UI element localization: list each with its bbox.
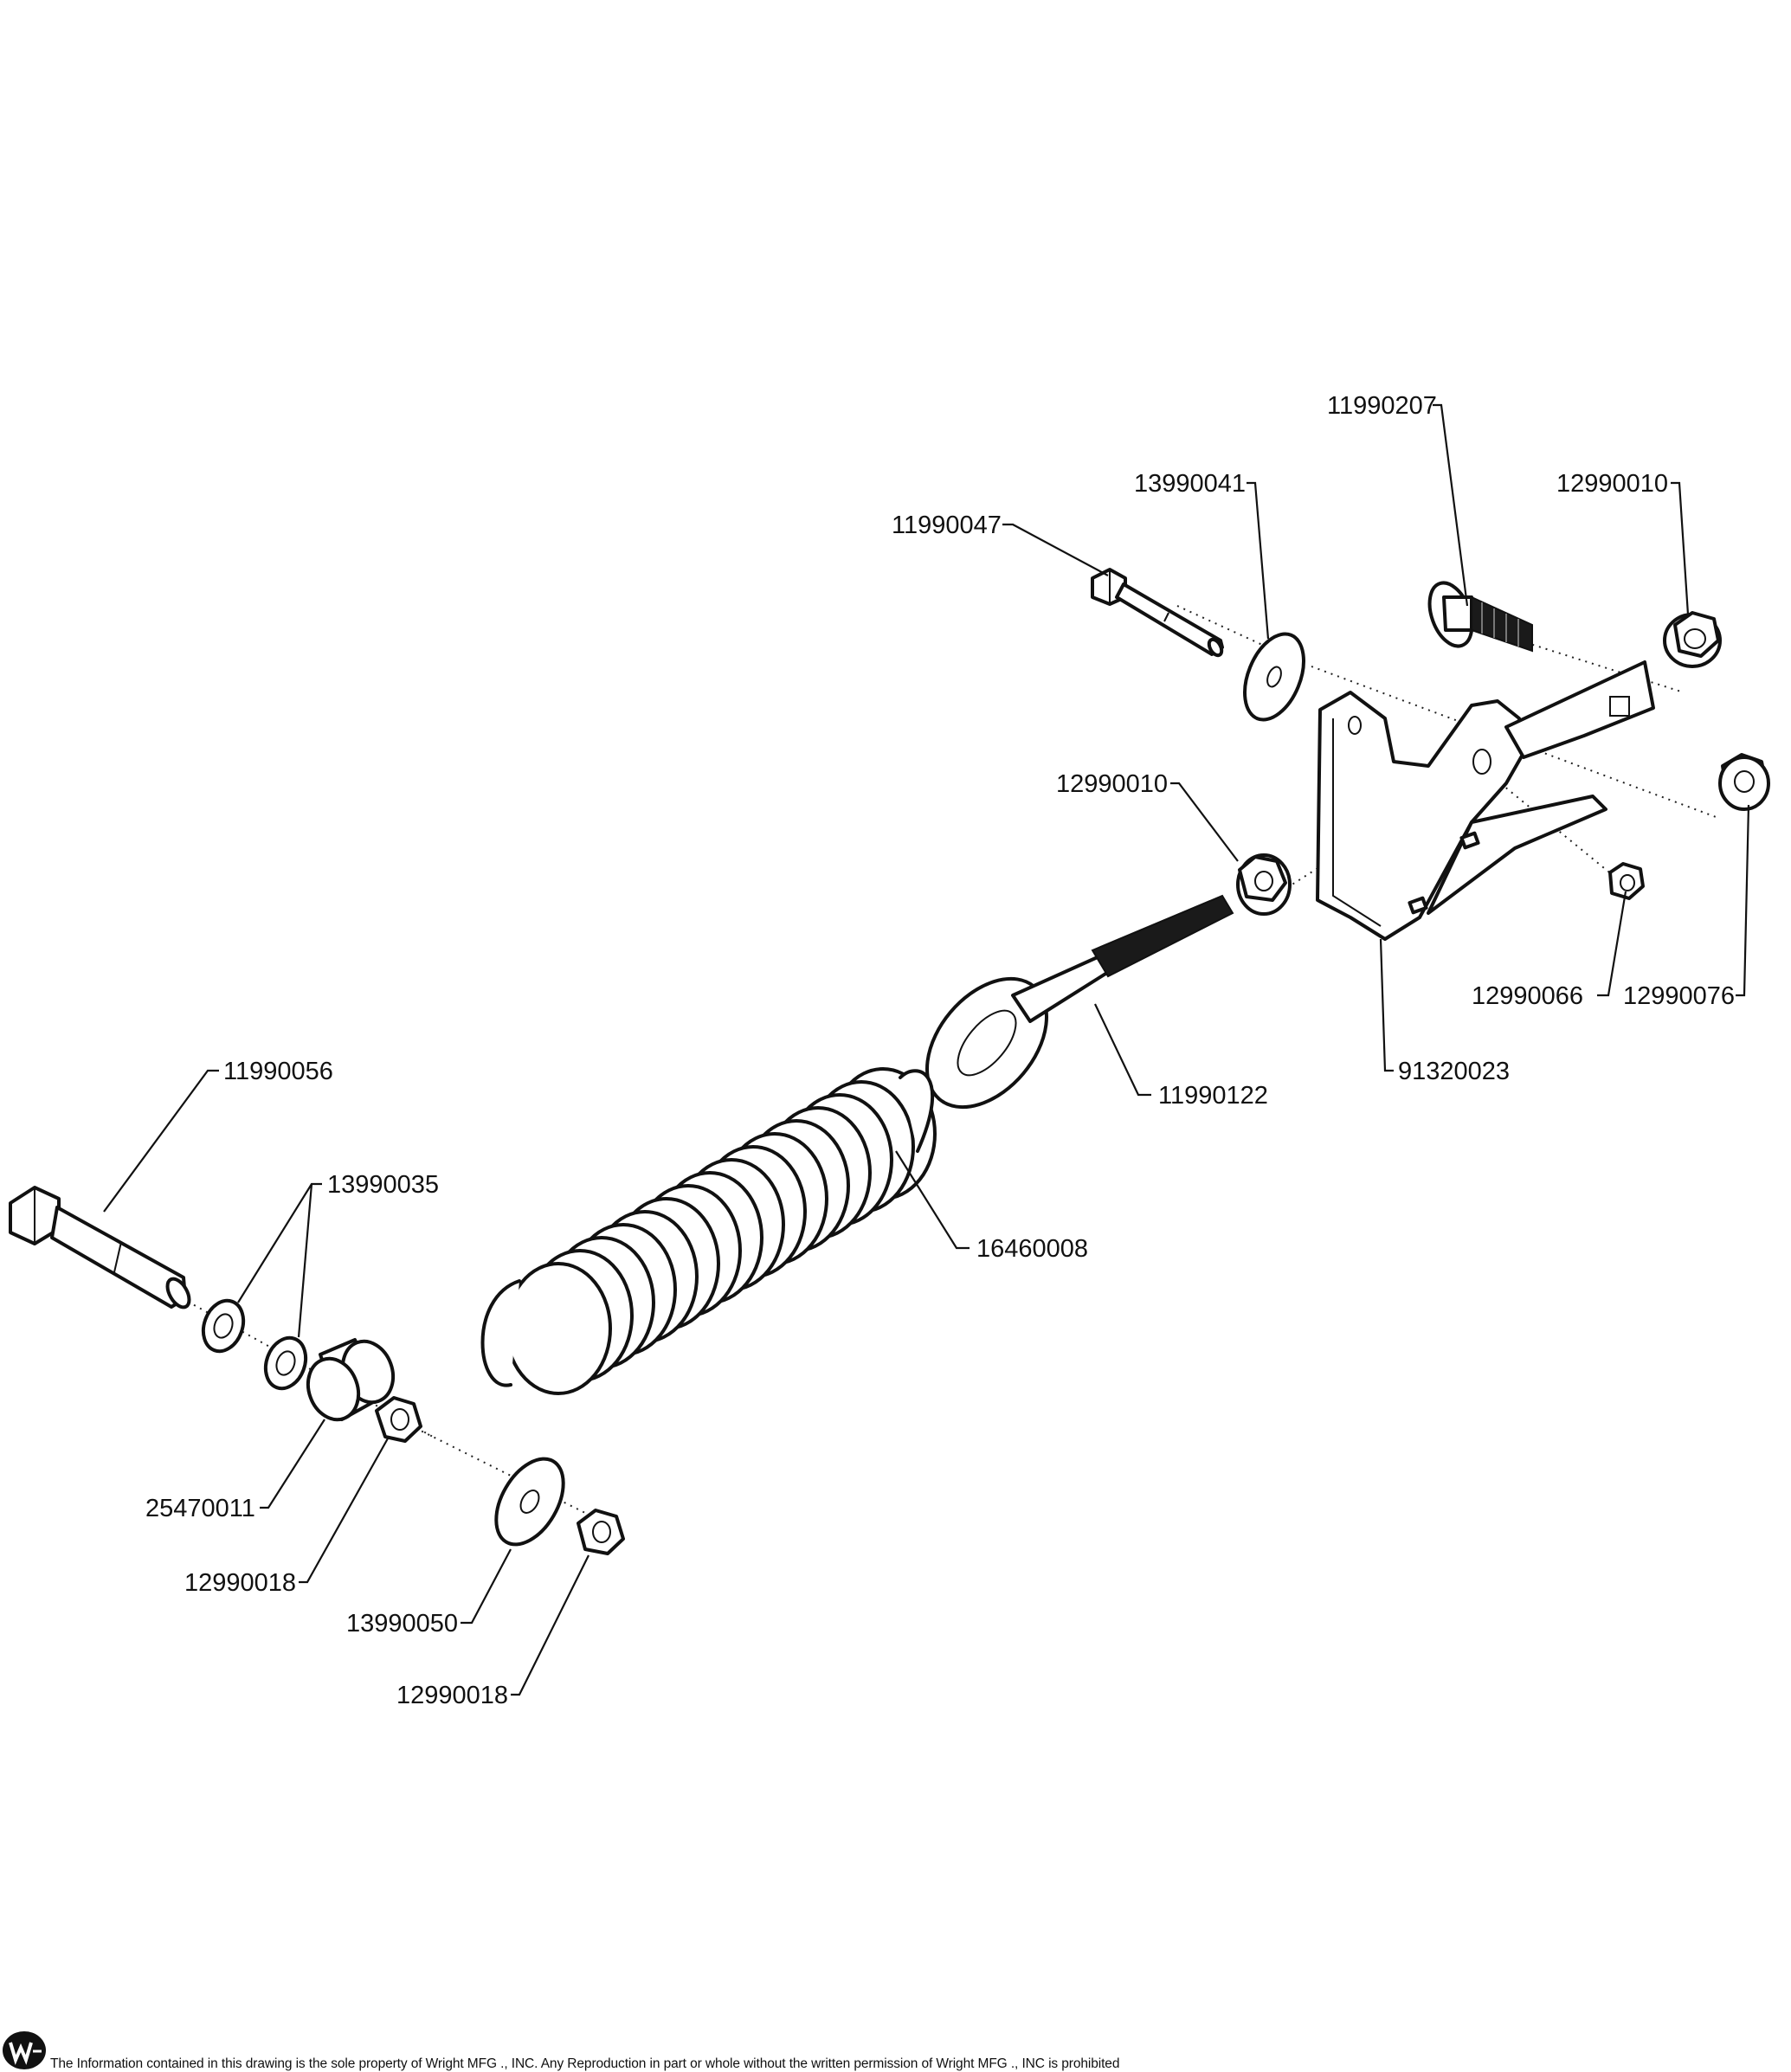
eye-bolt-11990122 xyxy=(925,894,1234,1110)
bolt-11990056 xyxy=(9,1186,191,1309)
callout-12990066: 12990066 xyxy=(1472,982,1583,1010)
callout-91320023: 91320023 xyxy=(1398,1058,1510,1085)
flange-nut-12990010-mid xyxy=(1236,853,1292,916)
callout-labels: 11990207 13990041 12990010 11990047 1299… xyxy=(145,392,1735,1709)
spacer-25470011 xyxy=(306,1338,396,1422)
callout-12990076: 12990076 xyxy=(1623,982,1735,1010)
callout-11990056: 11990056 xyxy=(223,1058,333,1085)
bolt-11990047 xyxy=(1091,568,1224,658)
washer-13990035-a xyxy=(201,1298,246,1354)
leader-lines xyxy=(103,403,1750,1696)
callout-12990018-b: 12990018 xyxy=(396,1682,508,1709)
carriage-bolt-11990207 xyxy=(1427,581,1533,653)
callout-12990018-a: 12990018 xyxy=(184,1569,296,1597)
flange-nut-12990010-top xyxy=(1663,611,1722,668)
bracket-91320023 xyxy=(1316,660,1655,941)
callout-11990122: 11990122 xyxy=(1158,1082,1268,1110)
callout-16460008: 16460008 xyxy=(976,1235,1088,1263)
callout-13990050: 13990050 xyxy=(346,1610,458,1638)
callout-13990041: 13990041 xyxy=(1134,470,1246,498)
nut-12990018-b xyxy=(577,1509,625,1555)
nut-12990018-a xyxy=(375,1396,422,1443)
lock-nut-12990076 xyxy=(1718,753,1770,811)
callout-12990010-top: 12990010 xyxy=(1556,470,1668,498)
callout-11990207: 11990207 xyxy=(1327,392,1437,420)
copyright-notice: The Information contained in this drawin… xyxy=(50,2056,1120,2071)
callout-25470011: 25470011 xyxy=(145,1495,255,1522)
washer-13990050 xyxy=(494,1457,565,1547)
washer-13990035-b xyxy=(263,1335,308,1391)
callout-12990010-mid: 12990010 xyxy=(1056,770,1168,798)
callout-13990035: 13990035 xyxy=(327,1171,439,1199)
callout-11990047: 11990047 xyxy=(892,512,1002,539)
washer-13990041 xyxy=(1243,632,1305,722)
extension-spring-16460008 xyxy=(480,1067,937,1395)
flange-nut-12990066 xyxy=(1608,862,1645,900)
wright-w-logo-icon xyxy=(3,2031,46,2069)
